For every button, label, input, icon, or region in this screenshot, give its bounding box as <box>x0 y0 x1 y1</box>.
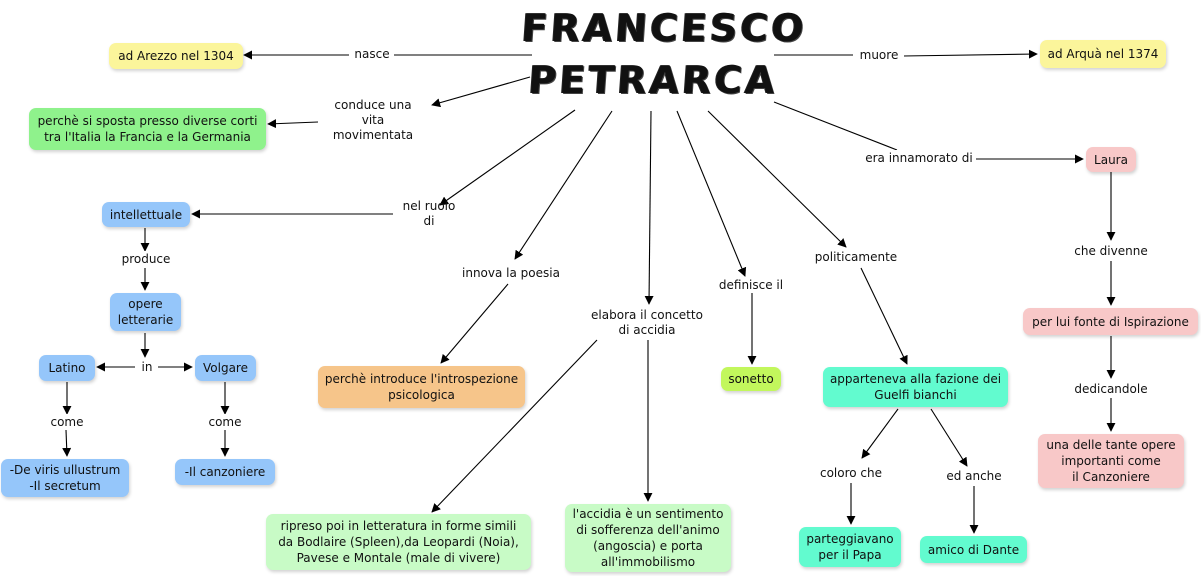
title-line-1: FRANCESCO <box>520 6 809 50</box>
label-politicamente: politicamente <box>811 249 901 265</box>
node-ripreso[interactable]: ripreso poi in letteratura in forme simi… <box>266 514 531 570</box>
node-dante[interactable]: amico di Dante <box>920 536 1027 563</box>
node-latino[interactable]: Latino <box>39 355 95 381</box>
label-come-latino: come <box>46 414 88 430</box>
node-opere-importanti[interactable]: una delle tante opere importanti come il… <box>1038 434 1184 488</box>
label-elabora: elabora il concetto di accidia <box>585 307 709 339</box>
node-ispirazione[interactable]: per lui fonte di Ispirazione <box>1023 308 1198 335</box>
link-innova-introspezione <box>440 283 509 364</box>
label-produce: produce <box>117 251 175 267</box>
link-center-innamorato <box>773 101 898 151</box>
node-opere-letterarie[interactable]: opere letterarie <box>110 293 181 331</box>
link-guelfi-coloro <box>861 408 899 459</box>
title-line-2: PETRARCA <box>527 58 780 102</box>
link-center-innova <box>514 110 613 260</box>
label-muore: muore <box>854 47 904 63</box>
node-canzoniere[interactable]: -Il canzoniere <box>175 459 275 485</box>
node-arezzo[interactable]: ad Arezzo nel 1304 <box>109 43 243 69</box>
link-center-ruolo <box>439 109 576 206</box>
label-come-volgare: come <box>204 414 246 430</box>
link-conduce-corti <box>267 119 319 129</box>
node-laura[interactable]: Laura <box>1086 147 1136 172</box>
link-guelfi-edanche <box>930 408 968 467</box>
node-arqua[interactable]: ad Arquà nel 1374 <box>1040 40 1166 68</box>
label-dedicandole: dedicandole <box>1071 381 1151 397</box>
link-muore-arqua <box>902 49 1038 59</box>
main-title: FRANCESCO PETRARCA <box>516 2 809 106</box>
node-de-viris[interactable]: -De viris ullustrum -Il secretum <box>1 459 129 497</box>
node-sonetto[interactable]: sonetto <box>721 367 781 391</box>
node-accidia-descrizione[interactable]: l'accidia è un sentimento di sofferenza … <box>565 504 731 572</box>
link-come-deviris <box>62 429 72 457</box>
link-center-definisce <box>676 110 747 277</box>
label-nasce: nasce <box>351 46 393 62</box>
node-volgare[interactable]: Volgare <box>195 355 256 381</box>
node-intellettuale[interactable]: intellettuale <box>102 202 190 227</box>
link-center-conduce <box>431 76 531 108</box>
node-papa[interactable]: parteggiavano per il Papa <box>799 527 901 567</box>
link-center-elabora <box>644 110 654 305</box>
label-edanche: ed anche <box>942 468 1006 484</box>
label-definisce: definisce il <box>714 277 788 293</box>
label-coloro: coloro che <box>815 465 887 481</box>
link-elabora-ripreso <box>431 339 598 513</box>
node-guelfi-bianchi[interactable]: apparteneva alla fazione dei Guelfi bian… <box>823 367 1008 407</box>
label-ruolo: nel ruolo di <box>393 199 465 228</box>
label-in: in <box>136 359 158 375</box>
node-corti[interactable]: perchè si sposta presso diverse corti tr… <box>29 108 266 150</box>
label-conduce: conduce una vita movimentata <box>318 98 428 142</box>
label-divenne: che divenne <box>1070 243 1152 259</box>
link-politicamente-guelfi <box>860 267 908 365</box>
label-innova: innova la poesia <box>457 265 565 281</box>
link-center-politicamente <box>707 110 847 248</box>
node-introspezione[interactable]: perchè introduce l'introspezione psicolo… <box>318 366 525 408</box>
label-innamorato: era innamorato di <box>862 150 976 166</box>
